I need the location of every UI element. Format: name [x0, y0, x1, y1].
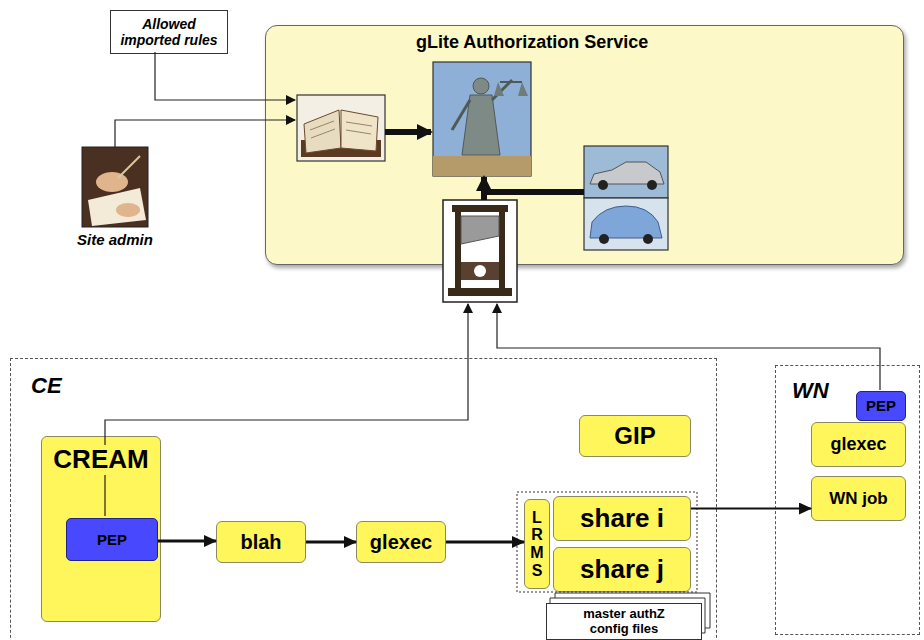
box-title: CREAM [49, 445, 152, 475]
attributes-arrow [481, 189, 584, 195]
pep-box: PEP [856, 391, 906, 421]
flow-arrow [446, 541, 524, 544]
ce-region: CE CREAM PEP blah glexec GIP LRMS share i share … [10, 358, 717, 640]
pep-box: PEP [66, 518, 158, 561]
rules-leader-line [155, 52, 295, 100]
flow-arrow [691, 508, 811, 510]
box-label: GIP [614, 422, 655, 450]
box-label: share i [580, 504, 664, 534]
config-file-box: master authZ config files [546, 603, 702, 640]
process-box: GIP [579, 415, 691, 457]
admin-caption: Site admin [65, 231, 165, 248]
rules-box: Allowed imported rules [110, 10, 228, 54]
enforcement-arrow [481, 177, 487, 200]
wn-region: WN PEP glexec WN job [775, 365, 920, 635]
admin-leader-line [115, 120, 295, 147]
box-label: PEP [866, 397, 896, 414]
site-admin-painting [82, 147, 148, 227]
region-label: CE [31, 373, 62, 398]
process-box: glexec [811, 422, 906, 467]
box-label: glexec [830, 434, 886, 455]
service-panel: gLite Authorization Service [265, 25, 904, 265]
justice-statue-illustration [433, 62, 531, 176]
cars-illustration [584, 146, 668, 250]
share-box: share j [553, 547, 691, 592]
process-box: glexec [356, 521, 446, 563]
rules-to-decision-arrow [385, 129, 431, 135]
lrms-share-group [517, 492, 697, 592]
cream-box: CREAM PEP [41, 436, 161, 622]
box-label: WN job [829, 489, 888, 509]
flow-arrow [158, 540, 216, 543]
config-file-stack [550, 593, 710, 633]
panel-title: gLite Authorization Service [416, 32, 648, 53]
box-label: blah [240, 531, 281, 554]
box-label: PEP [97, 531, 127, 548]
region-label: WN [792, 378, 829, 403]
cream-pep-request-line [105, 304, 468, 516]
box-label: master authZ config files [565, 607, 683, 637]
process-box: WN job [811, 476, 906, 521]
flow-arrow [306, 541, 356, 544]
guillotine-illustration [443, 200, 517, 302]
share-box: share i [553, 496, 691, 541]
box-label: LRMS [529, 509, 545, 579]
box-label: Allowed imported rules [111, 16, 227, 48]
wn-pep-request-line [497, 304, 880, 390]
box-label: share j [580, 555, 664, 585]
lrms-box: LRMS [524, 499, 550, 589]
box-label: glexec [370, 531, 432, 554]
process-box: blah [216, 521, 306, 563]
book-illustration [297, 95, 385, 161]
